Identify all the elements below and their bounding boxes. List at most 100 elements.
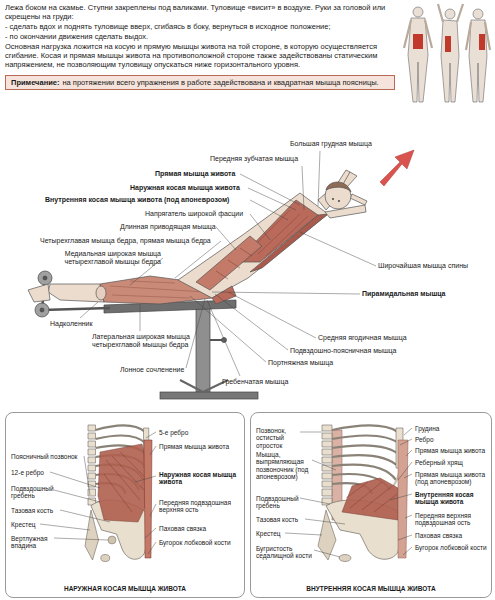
anatomy-label: Внутренняя косая мышца живота [415, 491, 489, 506]
muscle-label: Длинная приводящая мышца [120, 223, 216, 231]
inset-figures [404, 4, 490, 102]
inset-figures [445, 36, 451, 52]
leader-line [250, 200, 288, 220]
muscle-label: Латеральная широкая мышца четырехглавой … [92, 333, 192, 349]
human-figure [212, 286, 236, 304]
anatomy-label: Прямая мышца живота (под апоневрозом) [415, 471, 489, 486]
inset-figures [408, 18, 428, 102]
anatomy-label: Паховая связка [159, 525, 206, 532]
inset-figures [413, 34, 423, 49]
human-figure [318, 172, 357, 210]
bench [196, 306, 210, 392]
anatomy-label: Грудина [415, 425, 439, 432]
muscle-label: Медиальная широкая мышца четырехглавой м… [55, 250, 161, 266]
leader-line [175, 241, 221, 278]
anatomy-label: Тазовая кость [256, 516, 298, 523]
instruction-text: - по окончании движения сделать выдох. [5, 32, 393, 41]
anatomy-label: Реберный хрящ [415, 459, 463, 466]
leader-line [54, 490, 100, 502]
instruction-text: - сделать вдох и поднять туловище вверх,… [5, 22, 393, 31]
anatomy-label: 5-е ребро [159, 429, 188, 436]
anatomy-label: Крестец [256, 530, 281, 537]
skeleton-external-oblique [85, 425, 152, 562]
leader-line [207, 300, 240, 376]
skeleton-internal-oblique [318, 425, 406, 562]
muscle-label: Широчайшая мышца спины [378, 262, 468, 270]
leader-line [212, 292, 360, 294]
leader-line [300, 498, 330, 504]
leader-line [300, 432, 322, 433]
bench [180, 380, 228, 392]
skeleton-external-oblique [98, 444, 148, 522]
leader-line [50, 472, 100, 488]
leader-line [148, 542, 156, 554]
anatomy-label: Мышца, выпрямляющая позвоночник (под апо… [256, 451, 316, 481]
muscle-label: Надколенник [50, 320, 93, 328]
leader-line [150, 504, 156, 516]
leader-line [190, 296, 266, 362]
anatomy-label: Ребро [415, 436, 434, 443]
bench [38, 271, 52, 285]
leader-line [215, 294, 288, 350]
muscle-label: Четырехглавая мышца бедра, прямая мышца … [40, 237, 211, 245]
leader-line [60, 510, 110, 522]
leader-line [84, 456, 90, 495]
skeleton-external-oblique [104, 452, 146, 512]
muscle-label: Лонное сочленение [120, 366, 184, 374]
leader-line [406, 450, 412, 456]
leader-line [403, 547, 412, 555]
instruction-text: Лежа боком на скамье. Ступни закреплены … [5, 3, 393, 21]
skeleton-internal-oblique [342, 478, 398, 520]
human-figure [325, 183, 351, 209]
direction-arrow [380, 150, 414, 186]
human-figure [96, 286, 106, 300]
inset-figures [445, 9, 455, 19]
muscle-label: Наружная косая мышца живота [130, 184, 240, 192]
skeleton-internal-oblique [318, 425, 408, 562]
leader-line [150, 446, 156, 455]
leader-line [314, 550, 340, 557]
leader-line [285, 533, 322, 535]
anatomy-label: Прямая мышца живота [415, 447, 489, 454]
anatomy-label: Вертлужная впадина [11, 535, 59, 550]
human-figure [28, 170, 367, 304]
leader-line [405, 515, 412, 518]
skeleton-external-oblique [85, 425, 151, 562]
human-figure [178, 193, 328, 298]
leader-line [135, 476, 156, 482]
inset-figures [438, 4, 463, 22]
human-figure [338, 200, 340, 202]
bench [40, 308, 44, 312]
human-figure [196, 236, 262, 290]
muscle-label: Внутренняя косая мышца живота (под апоне… [45, 196, 229, 204]
anatomy-label: Паховая связка [415, 532, 462, 539]
leader-line [216, 227, 236, 250]
figure-panel: 5-е реброПрямая мышца животаПоясничный п… [5, 412, 245, 598]
inset-figures [473, 9, 483, 19]
anatomy-label: Тазовая кость [11, 507, 53, 514]
panel-caption: НАРУЖНАЯ КОСАЯ МЫШЦА ЖИВОТА [6, 585, 244, 592]
figure-panel: Позвонок, остистый отростокГрудинаРеброП… [250, 412, 492, 598]
leader-line [145, 528, 156, 538]
leader-line [40, 524, 90, 530]
human-figure [326, 182, 351, 192]
anatomy-label: Передняя подвздошная верхняя ость [159, 499, 243, 514]
skeleton-internal-oblique [398, 440, 408, 558]
leader-line [80, 302, 98, 318]
leader-line [40, 432, 156, 554]
bench [35, 303, 49, 317]
muscle-label: Прямая мышца живота [155, 170, 235, 178]
leader-line [285, 428, 412, 557]
leader-line [305, 519, 345, 524]
leader-line [250, 214, 270, 240]
note-box: Примечание:на протяжении всего упражнени… [5, 75, 395, 90]
anatomy-label: Бугорок лобковой кости [159, 539, 243, 546]
instruction-text: Основная нагрузка ложится на косую и пря… [5, 42, 393, 69]
bench [222, 338, 227, 343]
anatomy-label: Подвздошный гребень [11, 485, 59, 500]
leader-line [300, 232, 376, 266]
human-figure [28, 284, 50, 302]
muscle-label: Средняя ягодичная мышца [318, 334, 407, 342]
leader-line [248, 188, 296, 210]
